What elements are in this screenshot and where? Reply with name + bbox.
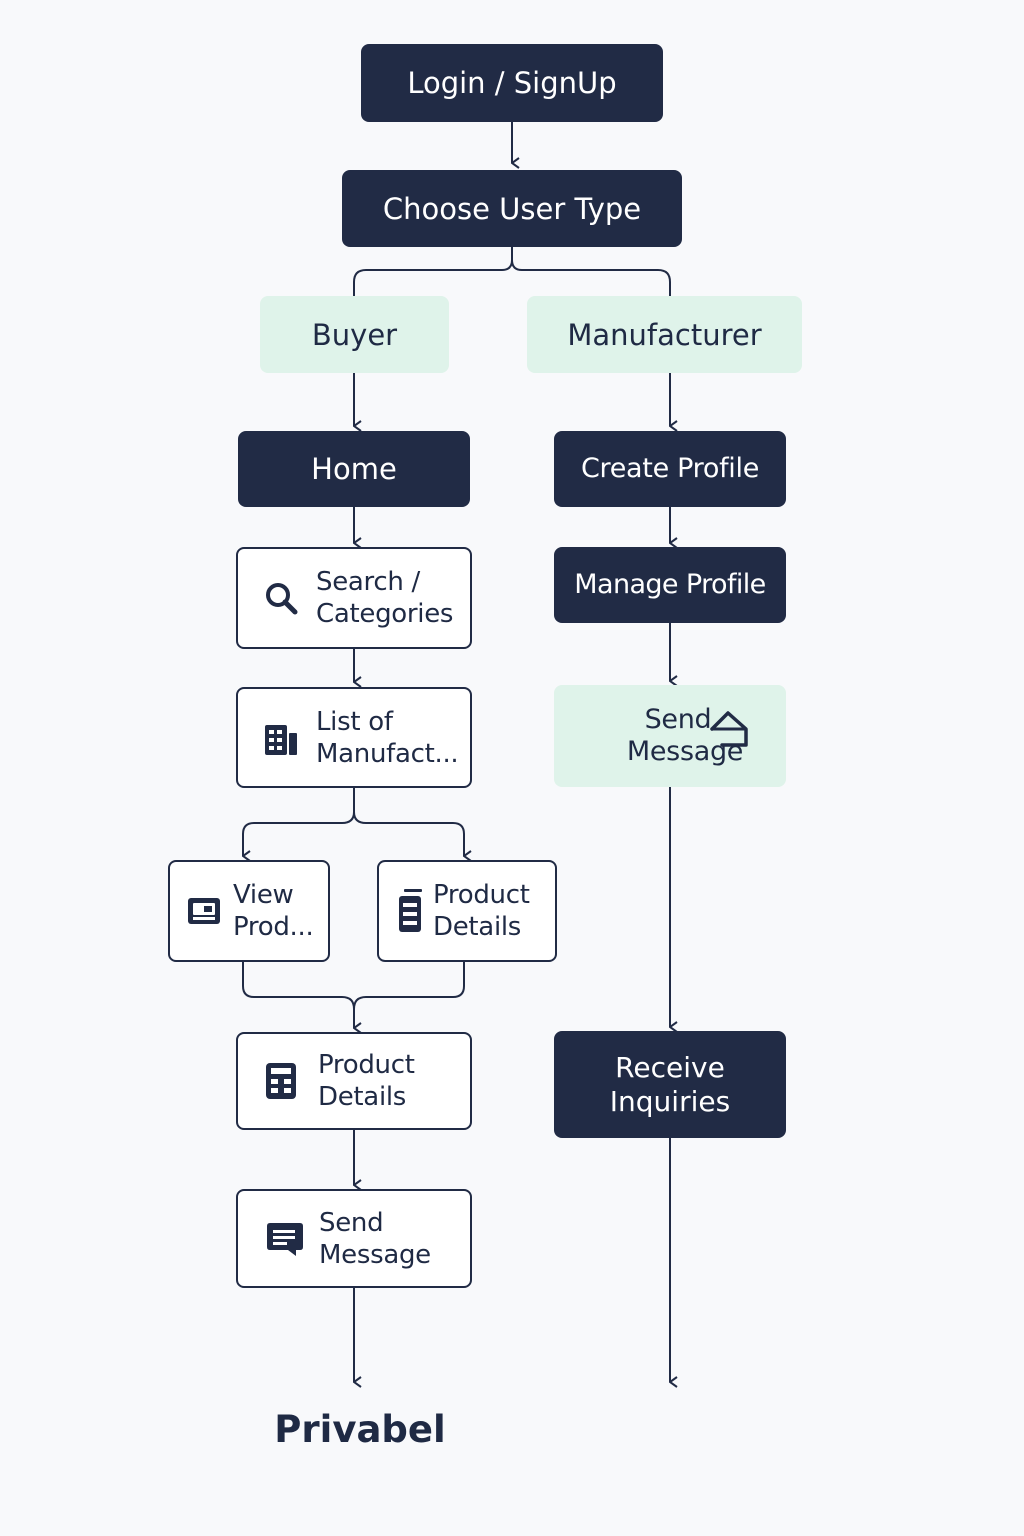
- view-products-node[interactable]: View Prod...: [168, 860, 330, 962]
- send-message-buyer-line2: Message: [319, 1239, 431, 1270]
- send-message-manufacturer-node[interactable]: Send Message: [554, 685, 786, 787]
- connector-choose-split: [353, 247, 513, 296]
- connector-list-split-left: [242, 788, 355, 856]
- list-of-manufacturers-line1: List of: [316, 706, 393, 737]
- search-categories-line2: Categories: [316, 599, 454, 629]
- view-products-line2: Prod...: [233, 912, 314, 942]
- send-icon: [706, 709, 752, 759]
- manage-profile-label: Manage Profile: [574, 569, 766, 600]
- buyer-label: Buyer: [311, 317, 398, 352]
- list-of-manufacturers-line2: Manufact...: [316, 738, 459, 769]
- home-node[interactable]: Home: [238, 431, 470, 507]
- view-products-line1: View: [233, 880, 294, 910]
- product-details-node[interactable]: Product Details: [236, 1032, 472, 1130]
- choose-user-type-node[interactable]: Choose User Type: [342, 170, 682, 247]
- login-signup-label: Login / SignUp: [407, 66, 617, 100]
- login-signup-node[interactable]: Login / SignUp: [361, 44, 663, 122]
- product-details-line2: Details: [318, 1082, 407, 1112]
- connector-merge-left: [242, 962, 354, 1028]
- product-details-branch-line2: Details: [433, 912, 522, 942]
- home-label: Home: [311, 452, 397, 486]
- calculator-icon: [264, 1062, 298, 1100]
- list-of-manufacturers-node[interactable]: List of Manufact...: [236, 687, 472, 788]
- product-details-branch-node[interactable]: Product Details: [377, 860, 557, 962]
- search-categories-line1: Search /: [316, 567, 420, 597]
- manufacturer-node[interactable]: Manufacturer: [527, 296, 802, 373]
- choose-user-type-label: Choose User Type: [382, 191, 642, 226]
- send-message-buyer-line1: Send: [319, 1207, 384, 1238]
- search-categories-node[interactable]: Search / Categories: [236, 547, 472, 649]
- receive-inquiries-line2: Inquiries: [609, 1084, 731, 1118]
- product-details-branch-line1: Product: [433, 880, 530, 910]
- document-icon: [397, 888, 425, 934]
- connector-merge-right: [353, 962, 465, 1010]
- building-icon: [262, 719, 300, 757]
- receive-inquiries-line1: Receive: [615, 1050, 725, 1084]
- product-details-line1: Product: [318, 1050, 415, 1080]
- send-message-manufacturer-line2: Message: [626, 736, 744, 767]
- send-message-buyer-node[interactable]: Send Message: [236, 1189, 472, 1288]
- create-profile-label: Create Profile: [580, 453, 760, 484]
- receive-inquiries-node[interactable]: Receive Inquiries: [554, 1031, 786, 1138]
- manage-profile-node[interactable]: Manage Profile: [554, 547, 786, 623]
- create-profile-node[interactable]: Create Profile: [554, 431, 786, 507]
- brand-name: Privabel: [274, 1408, 446, 1451]
- search-icon: [262, 580, 300, 616]
- send-message-manufacturer-line1: Send: [644, 704, 712, 735]
- image-card-icon: [186, 896, 222, 926]
- buyer-node[interactable]: Buyer: [260, 296, 449, 373]
- message-icon: [266, 1221, 304, 1257]
- connector-list-split-right: [353, 811, 464, 856]
- manufacturer-label: Manufacturer: [567, 317, 762, 352]
- connector-choose-split-right: [511, 259, 671, 296]
